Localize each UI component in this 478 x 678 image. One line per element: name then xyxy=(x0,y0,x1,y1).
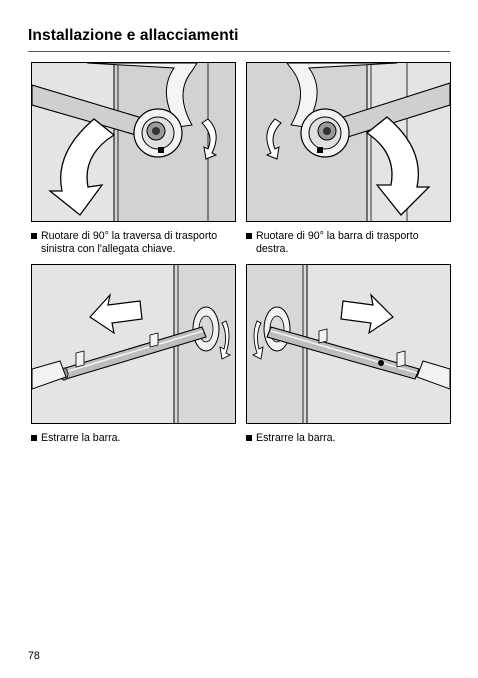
bullet-icon xyxy=(31,233,37,239)
step-caption-3: Estrarre la barra. xyxy=(31,432,236,445)
step-caption-2: Ruotare di 90° la barra di trasporto des… xyxy=(246,230,451,256)
illustration-extract-right-bar xyxy=(246,264,451,424)
step-caption-4: Estrarre la barra. xyxy=(246,432,451,445)
bullet-icon xyxy=(31,435,37,441)
page-number: 78 xyxy=(28,650,40,662)
page-title: Installazione e allacciamenti xyxy=(28,27,239,44)
illustration-rotate-left-bar xyxy=(31,62,236,222)
illustration-rotate-right-bar xyxy=(246,62,451,222)
illustration-extract-left-bar xyxy=(31,264,236,424)
bullet-icon xyxy=(246,435,252,441)
step-caption-1: Ruotare di 90° la traversa di trasporto … xyxy=(31,230,241,256)
title-divider xyxy=(28,51,450,52)
bullet-icon xyxy=(246,233,252,239)
